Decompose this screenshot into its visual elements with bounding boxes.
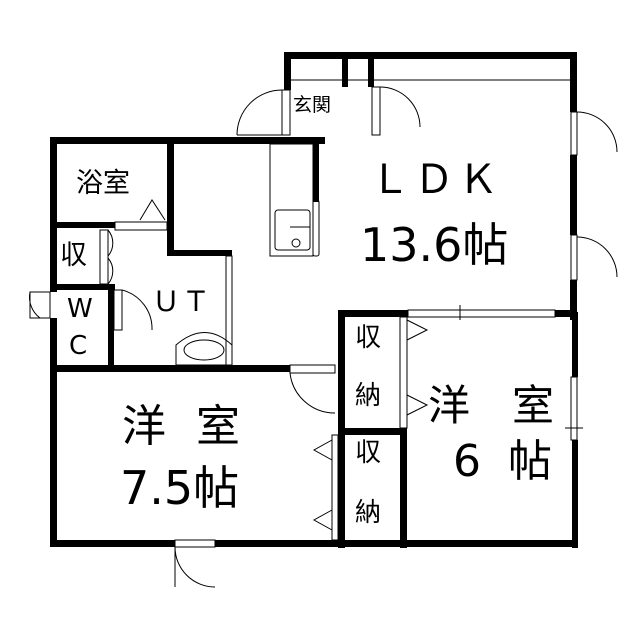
room-label-wc-w: W <box>67 294 93 324</box>
room-label-entrance: 玄関 <box>293 94 332 116</box>
room-label-ldk: ＬＤＫ <box>370 157 502 203</box>
closet-label-2a: 収 <box>355 438 382 468</box>
fixtures <box>29 79 618 588</box>
room-size-ldk: 13.6帖 <box>360 218 509 272</box>
closet-label-2b: 納 <box>355 498 382 528</box>
room-label-utility: ＵＴ <box>152 285 213 318</box>
room-size-western-2-unit: 帖 <box>508 436 552 487</box>
room-size-western-2-number: 6 <box>453 436 481 487</box>
room-label-storage: 収 <box>60 240 87 271</box>
room-label-bath: 浴室 <box>76 168 130 199</box>
closet-label-1a: 収 <box>355 323 382 353</box>
room-label-western-2: 洋 室 <box>428 381 555 430</box>
walls <box>50 52 578 548</box>
room-label-western-1: 洋 室 <box>122 401 248 452</box>
room-label-wc-c: C <box>69 331 88 361</box>
room-size-western-1: 7.5帖 <box>120 461 240 515</box>
closet-label-1b: 納 <box>355 381 382 411</box>
